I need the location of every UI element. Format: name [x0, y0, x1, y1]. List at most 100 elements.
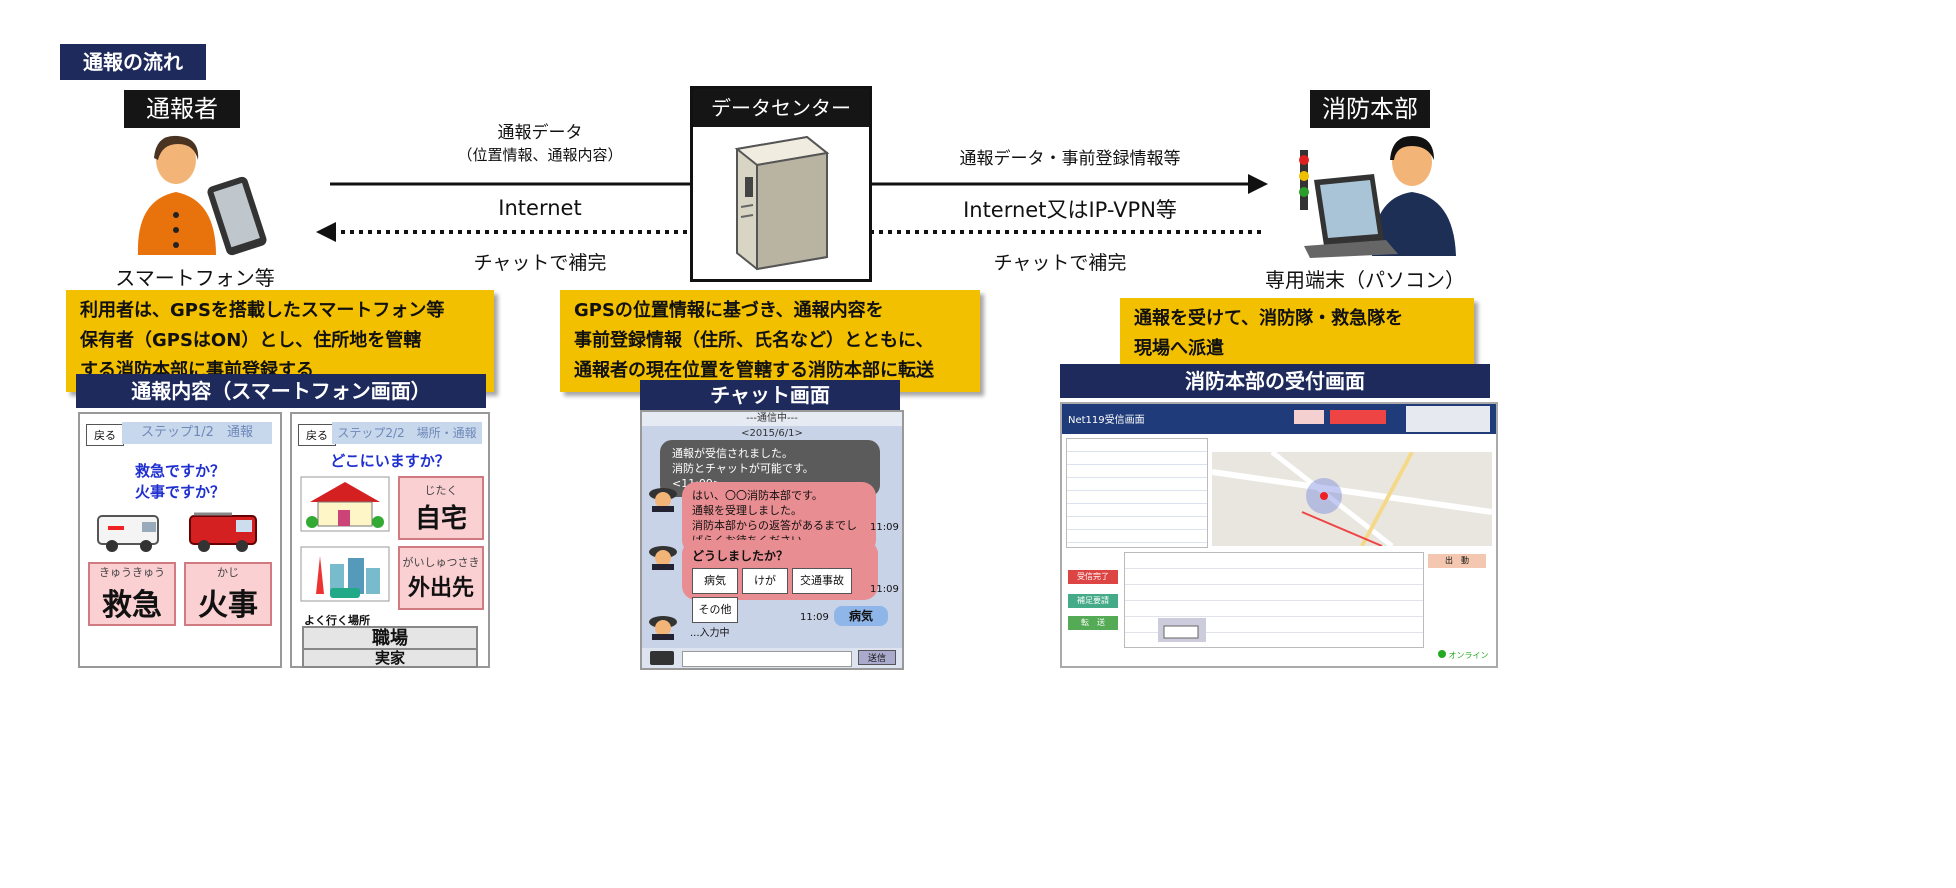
chat-question-bubble: どうしましたか？ 病気 けが 交通事故 その他	[682, 540, 878, 623]
fire-dept-label: 消防本部	[1310, 90, 1430, 128]
right-arrow-head	[1248, 174, 1268, 194]
dept-header-title: Net119受信画面	[1068, 415, 1145, 426]
reporter-person-icon	[137, 135, 267, 256]
reporter-device-label: スマートフォン等	[115, 266, 275, 290]
left-data-label: 通報データ	[497, 123, 583, 143]
right-network-label: Internet又はIP-VPN等	[963, 198, 1177, 222]
phone2-step-label: ステップ2/2 場所・通報	[332, 422, 482, 444]
note-left-line1: 利用者は、GPSを搭載したスマートフォン等	[80, 300, 445, 321]
firefighter-avatar-icon	[649, 488, 677, 512]
chat-typing-indicator: ...入力中	[690, 628, 730, 639]
phone-screen-2: 戻る ステップ2/2 場所・通報 どこにいますか？ じたく 自宅 がいしゅつさき…	[290, 412, 490, 668]
dept-request-button[interactable]: 補足要請	[1068, 594, 1118, 608]
chat-reply-time: 11:09	[800, 612, 829, 623]
option-traffic[interactable]: 交通事故	[792, 568, 852, 594]
note-right-line1: 通報を受けて、消防隊・救急隊を	[1134, 308, 1404, 329]
phone2-back-button[interactable]: 戻る	[298, 424, 336, 446]
dept-status-indicator: オンライン	[1438, 650, 1489, 661]
chat-screen: ---通信中--- <2015/6/1> 通報が受信されました。 消防とチャット…	[640, 410, 904, 670]
phone1-step-label: ステップ1/2 通報	[122, 422, 272, 444]
dept-screen-title: 消防本部の受付画面	[1060, 364, 1490, 398]
chat-date: <2015/6/1>	[741, 428, 803, 439]
city-icon	[300, 546, 390, 602]
operator-laptop-icon	[1299, 136, 1456, 258]
note-left-line2: 保有者（GPSはON）とし、住所地を管轄	[80, 330, 422, 351]
emergency-button[interactable]: きゅうきゅう 救急	[88, 562, 176, 626]
chat-time-2: 11:09	[870, 522, 899, 533]
vehicle-photo	[1158, 618, 1206, 642]
home-label: 自宅	[414, 503, 467, 534]
note-center: GPSの位置情報に基づき、通報内容を 事前登録情報（住所、氏名など）とともに、 …	[560, 290, 980, 392]
reporter-label: 通報者	[124, 90, 240, 128]
option-illness[interactable]: 病気	[692, 568, 738, 594]
chat-msg1-line1: 通報が受信されました。	[672, 447, 793, 460]
phone-screen-1: 戻る ステップ1/2 通報 救急ですか？ 火事ですか？ きゅうきゅう 救急 かじ…	[78, 412, 282, 668]
online-dot-icon	[1438, 650, 1446, 658]
dept-header-button-2[interactable]	[1330, 410, 1386, 424]
left-data-sub: （位置情報、通報内容）	[457, 146, 623, 164]
note-center-line2: 事前登録情報（住所、氏名など）とともに、	[574, 330, 934, 351]
outing-button[interactable]: がいしゅつさき 外出先	[398, 546, 484, 610]
chat-screen-title: チャット画面	[640, 380, 900, 410]
outing-ruby: がいしゅつさき	[402, 556, 480, 569]
smartphone-screen-title: 通報内容（スマートフォン画面）	[76, 374, 486, 408]
chat-send-button[interactable]: 送信	[858, 650, 896, 665]
right-data-label: 通報データ・事前登録情報等	[959, 149, 1181, 169]
right-chat-label: チャットで補完	[993, 252, 1127, 274]
dept-screen: Net119受信画面 受信完了 補足要請 転 送 出 動 オンライン	[1060, 402, 1498, 668]
left-network-label: Internet	[498, 196, 582, 220]
house-icon	[300, 476, 390, 532]
emergency-ruby: きゅうきゅう	[99, 566, 165, 579]
chat-msg2-line2: 通報を受理しました。	[692, 504, 802, 517]
dept-header-button-1[interactable]	[1294, 410, 1324, 424]
option-injury[interactable]: けが	[742, 568, 788, 594]
phone2-question: どこにいますか？	[330, 452, 450, 470]
note-center-line3: 通報者の現在位置を管轄する消防本部に転送	[574, 360, 934, 381]
note-right-line2: 現場へ派遣	[1134, 338, 1224, 359]
place-parents-button[interactable]: 実家	[302, 648, 478, 668]
firefighter-avatar-icon-3	[649, 616, 677, 640]
chat-msg1-line2: 消防とチャットが可能です。	[672, 462, 814, 475]
dept-map	[1212, 452, 1492, 546]
fire-button[interactable]: かじ 火事	[184, 562, 272, 626]
online-status-label: オンライン	[1448, 651, 1489, 660]
dept-header-panel	[1406, 406, 1490, 432]
dept-forward-button[interactable]: 転 送	[1068, 616, 1118, 630]
outing-label: 外出先	[407, 576, 474, 601]
phone1-back-button[interactable]: 戻る	[86, 424, 124, 446]
phone1-question-2: 火事ですか？	[134, 483, 225, 501]
option-other[interactable]: その他	[692, 597, 738, 623]
note-right: 通報を受けて、消防隊・救急隊を 現場へ派遣	[1120, 298, 1474, 370]
left-chat-label: チャットで補完	[473, 252, 607, 274]
phone1-question-1: 救急ですか？	[134, 462, 225, 480]
dept-header-bar: Net119受信画面	[1062, 404, 1496, 434]
camera-icon[interactable]	[650, 651, 674, 665]
phone2-header: 戻る ステップ2/2 場所・通報	[292, 418, 488, 450]
phone1-header: 戻る ステップ1/2 通報	[80, 418, 280, 450]
home-ruby: じたく	[424, 483, 458, 497]
datacenter-label: データセンター	[693, 89, 869, 127]
home-button[interactable]: じたく 自宅	[398, 476, 484, 540]
dept-dispatch-button[interactable]: 出 動	[1428, 554, 1486, 568]
fire-ruby: かじ	[217, 566, 239, 579]
firefighter-avatar-icon-2	[649, 546, 677, 570]
map-roads	[1212, 452, 1492, 546]
chat-reply-bubble: 病気	[834, 606, 888, 626]
frequent-places-label: よく行く場所	[304, 614, 370, 627]
fire-label: 火事	[198, 588, 258, 623]
chat-msg2-line1: はい、〇〇消防本部です。	[692, 489, 823, 502]
dept-complete-button[interactable]: 受信完了	[1068, 570, 1118, 584]
server-icon	[734, 135, 830, 271]
chat-question: どうしましたか？	[692, 549, 789, 563]
chat-status: ---通信中---	[642, 412, 902, 426]
dept-info-table	[1066, 438, 1208, 548]
left-arrow-head	[316, 222, 336, 242]
emergency-label: 救急	[102, 588, 162, 623]
chat-input-bar: 送信	[642, 648, 902, 668]
ambulance-icon	[97, 515, 159, 552]
fire-truck-icon	[189, 512, 257, 552]
chat-input[interactable]	[682, 651, 852, 667]
chat-time-3: 11:09	[870, 584, 899, 595]
note-center-line1: GPSの位置情報に基づき、通報内容を	[574, 300, 884, 321]
